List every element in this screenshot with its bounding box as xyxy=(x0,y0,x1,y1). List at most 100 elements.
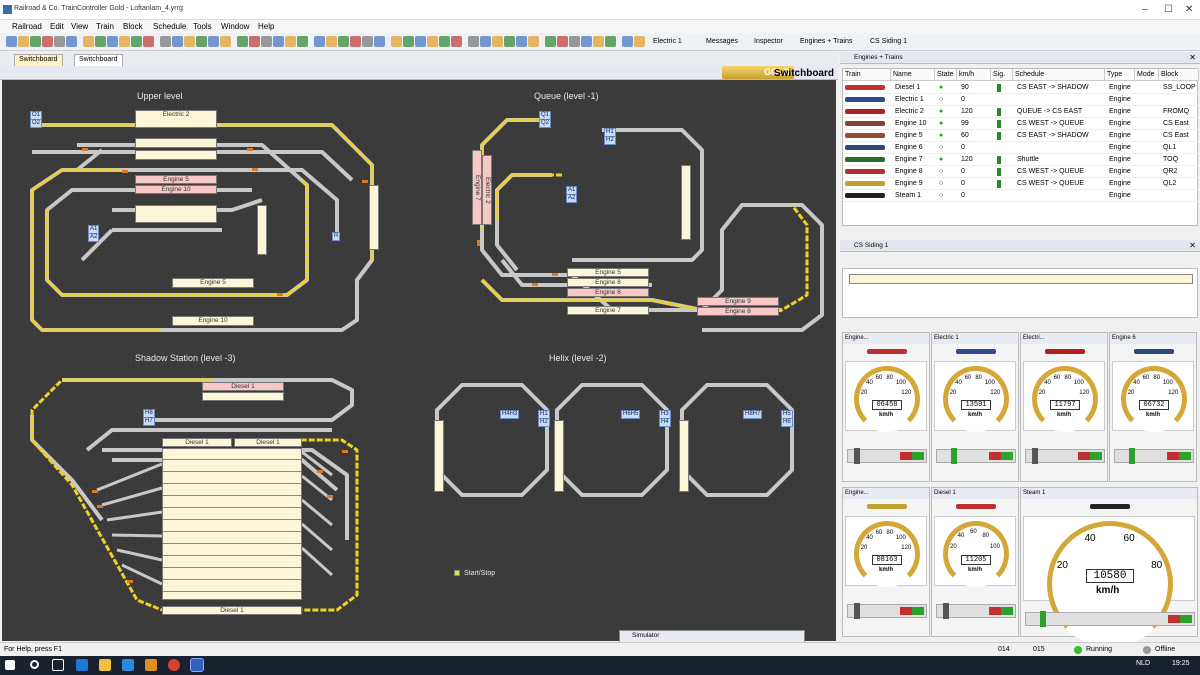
toolbar-tool-icon[interactable] xyxy=(172,36,183,47)
toolbar-tool-icon[interactable] xyxy=(605,36,616,47)
messages-tool[interactable]: Messages xyxy=(706,38,738,45)
menu-block[interactable]: Block xyxy=(123,22,143,31)
toolbar-tool-icon[interactable] xyxy=(42,36,53,47)
toolbar-tool-icon[interactable] xyxy=(297,36,308,47)
block-engine-5[interactable]: Engine 5 xyxy=(135,175,217,184)
table-row[interactable] xyxy=(843,106,1199,118)
task-view-icon[interactable] xyxy=(52,659,64,671)
toolbar-tool-icon[interactable] xyxy=(581,36,592,47)
block-electric-2[interactable]: Electric 2 xyxy=(135,110,217,128)
throttle-knob[interactable] xyxy=(1129,448,1135,464)
direction-arrows[interactable] xyxy=(900,607,924,615)
start-icon[interactable] xyxy=(5,660,15,670)
block-queue-vertical[interactable] xyxy=(681,165,691,240)
menu-schedule[interactable]: Schedule xyxy=(153,22,187,31)
throttle-slider[interactable] xyxy=(1025,611,1195,627)
toolbar-tool-icon[interactable] xyxy=(528,36,539,47)
traincontroller-icon[interactable] xyxy=(190,658,204,672)
cs-siding-tool[interactable]: CS Siding 1 xyxy=(870,38,907,45)
toolbar-tool-icon[interactable] xyxy=(160,36,171,47)
toolbar-tool-icon[interactable] xyxy=(184,36,195,47)
helix-block-1[interactable] xyxy=(434,420,444,492)
toolbar-tool-icon[interactable] xyxy=(6,36,17,47)
controller-header[interactable]: Steam 1 xyxy=(1021,488,1197,499)
menu-train[interactable]: Train xyxy=(96,22,114,31)
controller-header[interactable]: Engine 6 xyxy=(1110,333,1196,344)
toolbar-tool-icon[interactable] xyxy=(143,36,154,47)
toolbar-tool-icon[interactable] xyxy=(451,36,462,47)
block-diesel-1-bottom[interactable]: Diesel 1 xyxy=(162,606,302,615)
inspector-tool[interactable]: Inspector xyxy=(754,38,783,45)
throttle-knob[interactable] xyxy=(854,448,860,464)
block-diesel-1-right[interactable]: Diesel 1 xyxy=(234,438,302,447)
controller-header[interactable]: Engine... xyxy=(843,333,929,344)
chrome-icon[interactable] xyxy=(168,659,180,671)
throttle-knob[interactable] xyxy=(854,603,860,619)
col-state[interactable]: State xyxy=(935,69,957,81)
toolbar-tool-icon[interactable] xyxy=(593,36,604,47)
col-sig[interactable]: Sig. xyxy=(991,69,1013,81)
throttle-knob[interactable] xyxy=(943,603,949,619)
menu-edit[interactable]: Edit xyxy=(50,22,64,31)
tab-switchboard-2[interactable]: Switchboard xyxy=(74,54,123,66)
block-q-engine-8[interactable]: Engine 8 xyxy=(567,278,649,287)
throttle-slider[interactable] xyxy=(1025,448,1105,464)
table-row[interactable] xyxy=(843,94,1199,106)
throttle-slider[interactable] xyxy=(847,448,927,464)
controller-header[interactable]: Electric 1 xyxy=(932,333,1018,344)
block-diesel-1-left[interactable]: Diesel 1 xyxy=(162,438,232,447)
block-upper-2[interactable] xyxy=(135,150,217,160)
toolbar-tool-icon[interactable] xyxy=(107,36,118,47)
engines-trains-tool[interactable]: Engines + Trains xyxy=(800,38,853,45)
block-q-engine-7[interactable]: Engine 7 xyxy=(567,306,649,315)
block-engine-10[interactable]: Engine 10 xyxy=(135,185,217,194)
throttle-slider[interactable] xyxy=(847,603,927,619)
controller-header[interactable]: Electri... xyxy=(1021,333,1107,344)
throttle-slider[interactable] xyxy=(936,448,1016,464)
menu-help[interactable]: Help xyxy=(258,22,275,31)
controller-header[interactable]: Engine... xyxy=(843,488,929,499)
block-right-vertical[interactable] xyxy=(369,185,379,250)
switchboard-canvas[interactable]: Upper level Queue (level -1) Shadow Stat… xyxy=(2,80,836,675)
electric-1-tool[interactable]: Electric 1 xyxy=(653,38,682,45)
toolbar-tool-icon[interactable] xyxy=(480,36,491,47)
table-row[interactable] xyxy=(843,82,1199,94)
store-icon[interactable] xyxy=(122,659,134,671)
block-q-engine-9[interactable]: Engine 9 xyxy=(697,297,779,306)
toolbar-tool-icon[interactable] xyxy=(545,36,556,47)
toolbar-tool-icon[interactable] xyxy=(622,36,633,47)
direction-arrows[interactable] xyxy=(1167,452,1191,460)
block-q-engine-8b[interactable]: Engine 8 xyxy=(697,307,779,316)
toolbar-tool-icon[interactable] xyxy=(249,36,260,47)
col-block[interactable]: Block xyxy=(1159,69,1199,81)
toolbar-tool-icon[interactable] xyxy=(131,36,142,47)
toolbar-tool-icon[interactable] xyxy=(557,36,568,47)
toolbar-tool-icon[interactable] xyxy=(54,36,65,47)
block-q-engine-5[interactable]: Engine 5 xyxy=(567,268,649,277)
toolbar-tool-icon[interactable] xyxy=(261,36,272,47)
table-row[interactable] xyxy=(843,178,1199,190)
col-train[interactable]: Train xyxy=(843,69,891,81)
block-diesel-1-top[interactable]: Diesel 1 xyxy=(202,382,284,391)
throttle-knob[interactable] xyxy=(1032,448,1038,464)
toolbar-tool-icon[interactable] xyxy=(196,36,207,47)
block-upper-vertical[interactable] xyxy=(257,205,267,255)
toolbar-tool-icon[interactable] xyxy=(492,36,503,47)
table-row[interactable] xyxy=(843,142,1199,154)
table-row[interactable] xyxy=(843,130,1199,142)
helix-block-3[interactable] xyxy=(679,420,689,492)
toolbar-tool-icon[interactable] xyxy=(569,36,580,47)
cs-siding-view[interactable] xyxy=(842,268,1198,318)
col-name[interactable]: Name xyxy=(891,69,935,81)
media-icon[interactable] xyxy=(145,659,157,671)
col-mode[interactable]: Mode xyxy=(1135,69,1159,81)
throttle-slider[interactable] xyxy=(1114,448,1194,464)
throttle-slider[interactable] xyxy=(936,603,1016,619)
block-upper-3[interactable] xyxy=(135,205,217,223)
block-engine-7-vertical[interactable]: Engine 7 xyxy=(472,150,482,225)
toolbar-tool-icon[interactable] xyxy=(350,36,361,47)
menu-window[interactable]: Window xyxy=(221,22,250,31)
